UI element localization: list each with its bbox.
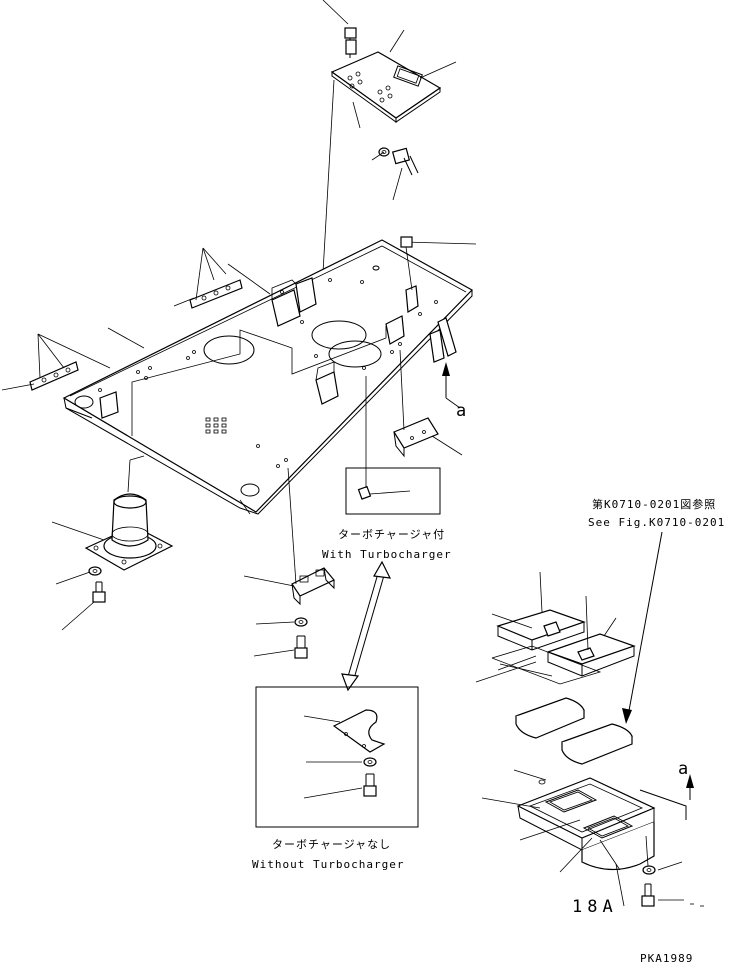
without-turbo-box [255, 686, 419, 828]
hinge-left-upper [189, 279, 243, 309]
bolt-icon [294, 635, 308, 659]
top-cover-plate [330, 27, 442, 123]
washer-icon [642, 865, 656, 875]
double-arrow-icon [341, 560, 392, 692]
part-18a-label: 18A [572, 897, 618, 917]
drawing-id: PKA1989 [640, 952, 693, 965]
boot-grommet [84, 493, 174, 571]
with-turbo-en: With Turbocharger [322, 548, 452, 561]
with-turbo-jp: ターボチャージャ付 [338, 528, 445, 541]
battery-tray [516, 777, 656, 871]
without-turbo-en: Without Turbocharger [252, 858, 404, 871]
bolt-icon [641, 883, 655, 907]
hinge-left-lower [29, 361, 79, 391]
battery-pads [491, 609, 636, 765]
washer-icon [294, 617, 308, 627]
see-fig-en: See Fig.K0710-0201 [588, 516, 725, 529]
washer-icon [88, 566, 102, 576]
see-fig-jp: 第K0710-0201図参照 [592, 497, 716, 511]
view-a-label-right: a [678, 759, 688, 779]
without-turbo-jp: ターボチャージャなし [272, 838, 391, 851]
strap [429, 317, 457, 363]
bolt-icon [92, 581, 106, 603]
main-floor-plate [62, 239, 473, 515]
center-bracket [291, 567, 335, 606]
corner-bracket [393, 417, 439, 458]
bolt-icon [391, 147, 419, 176]
view-a-label: a [456, 401, 466, 421]
with-turbo-box [345, 376, 441, 515]
